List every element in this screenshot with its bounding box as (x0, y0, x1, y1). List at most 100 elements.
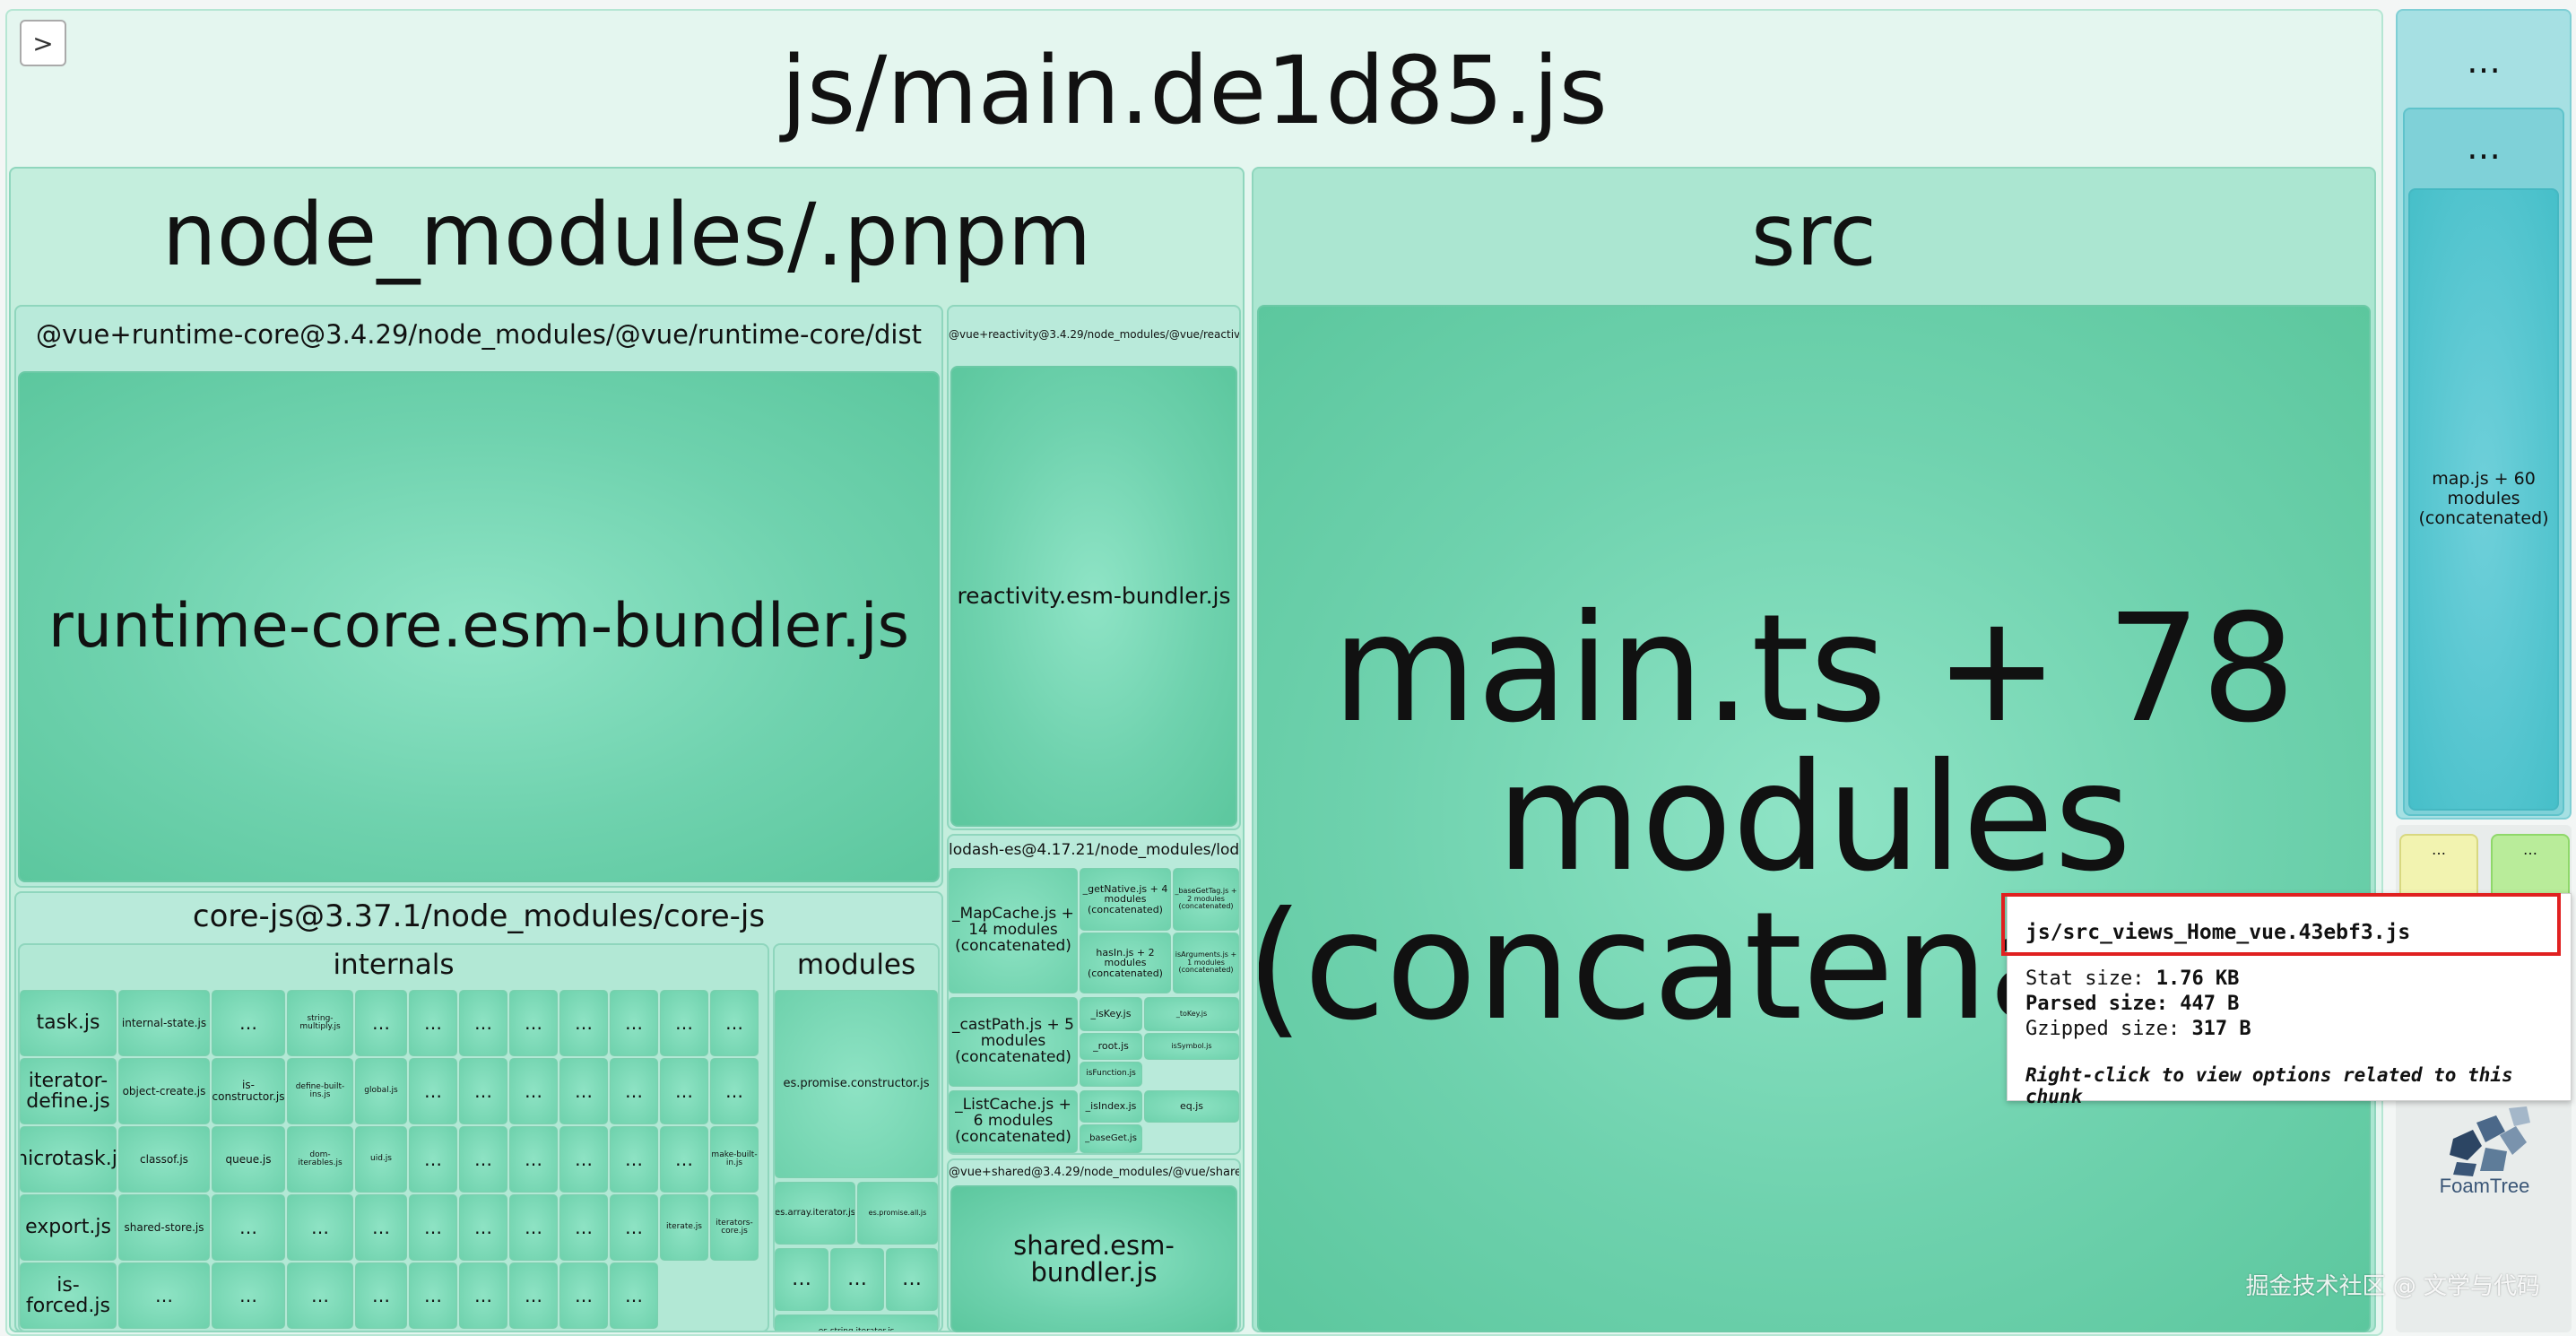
module-tile[interactable]: … (459, 1194, 507, 1261)
module-tile[interactable]: … (660, 990, 708, 1056)
module-tile[interactable]: iterators-core.js (710, 1194, 759, 1261)
module-tile[interactable]: is-forced.js (20, 1262, 117, 1329)
module-tile[interactable]: string-multiply.js (287, 990, 353, 1056)
module-tile[interactable]: _baseGet.js (1080, 1124, 1142, 1153)
module-tile[interactable]: … (409, 1194, 457, 1261)
chunk-title: … (2523, 841, 2537, 858)
module-tile[interactable]: global.js (355, 1058, 407, 1124)
module-tile[interactable]: isSymbol.js (1144, 1033, 1239, 1060)
module-tile[interactable]: isArguments.js + 1 modules (concatenated… (1173, 933, 1239, 993)
group-path: @vue+runtime-core@3.4.29/node_modules/@v… (36, 319, 922, 350)
module-tile[interactable]: es.array.iterator.js (775, 1182, 855, 1245)
module-tile[interactable]: _toKey.js (1144, 997, 1239, 1031)
module-tile[interactable]: … (118, 1262, 210, 1329)
module-tile[interactable]: … (459, 990, 507, 1056)
module-map-js[interactable]: map.js + 60 modules (concatenated) (2408, 188, 2559, 811)
module-tile[interactable]: _ListCache.js + 6 modules (concatenated) (949, 1090, 1078, 1153)
module-tile[interactable]: … (355, 1194, 407, 1261)
module-tile[interactable]: eq.js (1144, 1090, 1239, 1123)
group-title: src (1750, 185, 1878, 285)
module-tile[interactable]: uid.js (355, 1126, 407, 1193)
module-tile[interactable]: … (610, 1126, 658, 1193)
module-tile[interactable]: hasIn.js + 2 modules (concatenated) (1080, 933, 1171, 993)
module-tile[interactable]: internal-state.js (118, 990, 210, 1056)
module-tile[interactable]: … (830, 1248, 884, 1311)
module-tile[interactable]: _isKey.js (1080, 997, 1142, 1031)
module-tile[interactable]: … (559, 1262, 608, 1329)
module-tile[interactable]: _baseGetTag.js + 2 modules (concatenated… (1173, 868, 1239, 931)
tooltip-gzip-label: Gzipped size: (2025, 1018, 2181, 1040)
module-tile[interactable]: … (559, 990, 608, 1056)
module-tile[interactable]: … (710, 1058, 759, 1124)
module-reactivity[interactable]: reactivity.esm-bundler.js (950, 366, 1237, 827)
group-title: modules (796, 949, 916, 981)
module-tile[interactable]: export.js (20, 1194, 117, 1261)
module-tile[interactable]: … (212, 990, 285, 1056)
module-tile[interactable]: … (212, 1262, 285, 1329)
module-tile[interactable]: … (610, 1058, 658, 1124)
module-tile[interactable]: … (459, 1058, 507, 1124)
module-tile[interactable]: es.promise.all.js (857, 1182, 938, 1245)
module-tile[interactable]: … (559, 1194, 608, 1261)
module-tile[interactable]: es.promise.constructor.js (775, 990, 938, 1178)
module-tile[interactable]: … (287, 1262, 353, 1329)
module-tile[interactable]: _isIndex.js (1080, 1090, 1142, 1123)
module-tile[interactable]: … (355, 990, 407, 1056)
module-tile[interactable]: is-constructor.js (212, 1058, 285, 1124)
module-label: reactivity.esm-bundler.js (957, 582, 1231, 609)
foamtree-label: FoamTree (2439, 1175, 2530, 1197)
module-tile[interactable]: … (509, 1058, 558, 1124)
module-tile[interactable]: isFunction.js (1080, 1062, 1142, 1087)
module-tile[interactable]: … (459, 1126, 507, 1193)
module-tile[interactable]: … (409, 1126, 457, 1193)
module-tile[interactable]: es.string.iterator.js (775, 1314, 938, 1331)
module-tile[interactable]: … (710, 990, 759, 1056)
module-tile[interactable]: _castPath.js + 5 modules (concatenated) (949, 997, 1078, 1087)
group-path: lodash-es@4.17.21/node_modules/lodash-es (949, 841, 1240, 859)
module-tile[interactable]: … (775, 1248, 828, 1311)
module-tile[interactable]: … (559, 1126, 608, 1193)
foamtree-icon (2450, 1106, 2530, 1176)
module-shared[interactable]: shared.esm-bundler.js (950, 1185, 1237, 1332)
module-tile[interactable]: task.js (20, 990, 117, 1056)
module-label: shared.esm-bundler.js (1013, 1229, 1175, 1288)
module-tile[interactable]: iterator-define.js (20, 1058, 117, 1124)
module-tile[interactable]: … (610, 1262, 658, 1329)
module-tile[interactable]: _MapCache.js + 14 modules (concatenated) (949, 868, 1078, 993)
module-tile[interactable]: … (660, 1058, 708, 1124)
module-tile[interactable]: _getNative.js + 4 modules (concatenated) (1080, 868, 1171, 931)
sidebar-toggle-button[interactable]: > (20, 20, 66, 66)
module-tile[interactable]: shared-store.js (118, 1194, 210, 1261)
module-tile[interactable]: object-create.js (118, 1058, 210, 1124)
module-tile[interactable]: … (559, 1058, 608, 1124)
chunk-title: js/main.de1d85.js (781, 36, 1608, 145)
module-tile[interactable]: … (610, 990, 658, 1056)
module-tile[interactable]: … (355, 1262, 407, 1329)
module-tile[interactable]: define-built-ins.js (287, 1058, 353, 1124)
module-tile[interactable]: … (212, 1194, 285, 1261)
module-tile[interactable]: … (459, 1262, 507, 1329)
module-tile[interactable]: … (409, 1058, 457, 1124)
module-tile[interactable]: _root.js (1080, 1033, 1142, 1060)
module-tile[interactable]: iterate.js (660, 1194, 708, 1261)
module-tile[interactable]: microtask.js (20, 1126, 117, 1193)
module-tile[interactable]: classof.js (118, 1126, 210, 1193)
module-tile[interactable]: make-built-in.js (710, 1126, 759, 1193)
module-tile[interactable]: … (509, 990, 558, 1056)
group-path: core-js@3.37.1/node_modules/core-js (192, 898, 766, 934)
module-tile[interactable]: … (610, 1194, 658, 1261)
module-runtime-core[interactable]: runtime-core.esm-bundler.js (18, 371, 940, 882)
module-tile[interactable]: … (509, 1126, 558, 1193)
module-tile[interactable]: … (886, 1248, 938, 1311)
module-tile[interactable]: queue.js (212, 1126, 285, 1193)
module-main-ts[interactable]: main.ts + 78 modules (concatenated) (1257, 305, 2371, 1332)
tooltip-parsed-row: Parsed size: 447 B (2025, 993, 2239, 1015)
module-label: map.js + 60 modules (concatenated) (2418, 469, 2549, 528)
module-tile[interactable]: … (287, 1194, 353, 1261)
module-tile[interactable]: … (660, 1126, 708, 1193)
module-tile[interactable]: … (409, 990, 457, 1056)
module-tile[interactable]: dom-iterables.js (287, 1126, 353, 1193)
module-tile[interactable]: … (409, 1262, 457, 1329)
module-tile[interactable]: … (509, 1194, 558, 1261)
module-tile[interactable]: … (509, 1262, 558, 1329)
